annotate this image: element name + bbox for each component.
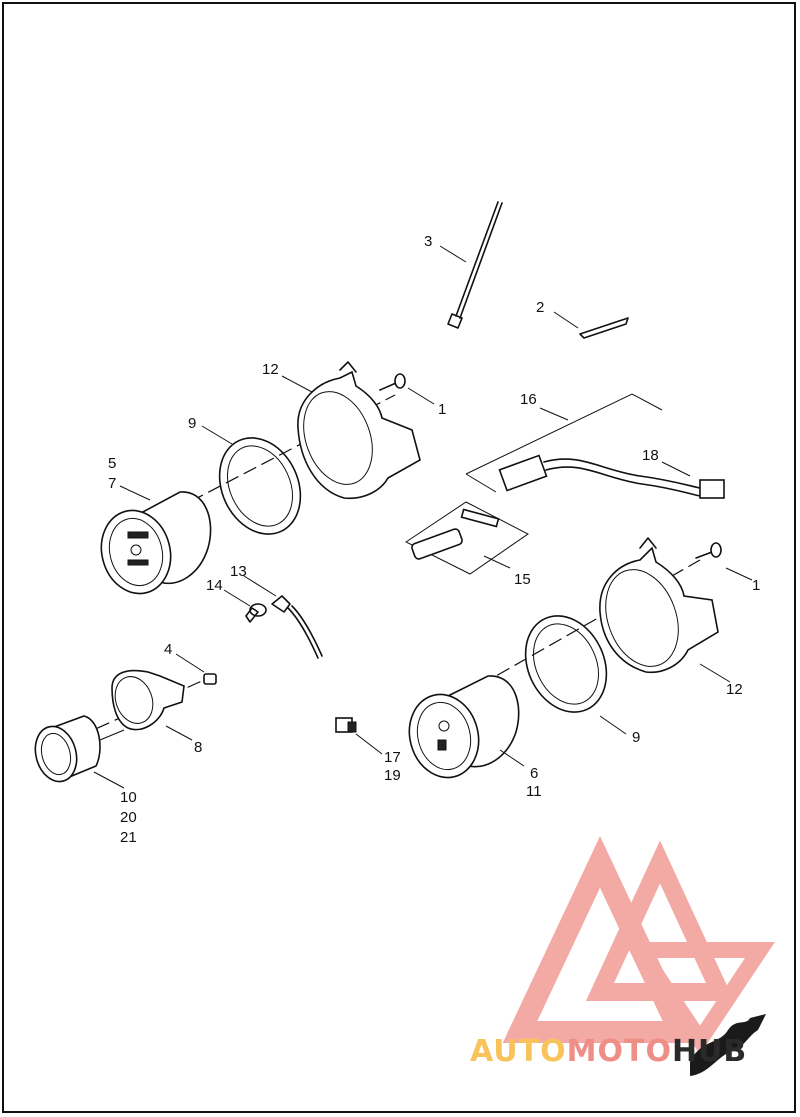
callout-3: 3 <box>424 233 432 250</box>
bracket-part <box>111 669 185 731</box>
fuse-part <box>405 501 529 575</box>
gauge-part-right <box>408 675 520 779</box>
bezel-ring-part-upper <box>218 437 302 535</box>
clip-part <box>579 317 629 339</box>
callout-13: 13 <box>230 563 247 580</box>
callout-11: 11 <box>526 783 542 800</box>
watermark-text-hub: HUB <box>671 1034 748 1069</box>
callout-9-upper: 9 <box>188 415 196 432</box>
cable-strap-part <box>447 201 503 329</box>
callout-18: 18 <box>642 447 659 464</box>
callout-1-upper: 1 <box>438 401 446 418</box>
callout-6: 6 <box>530 765 538 782</box>
watermark-brand-text: AUTOMOTOHUB <box>470 1034 747 1069</box>
callout-17: 17 <box>384 749 401 766</box>
callout-8: 8 <box>194 739 202 756</box>
callout-1-lower: 1 <box>752 577 760 594</box>
callout-14: 14 <box>206 577 223 594</box>
callout-12-upper: 12 <box>262 361 279 378</box>
wire-harness-part <box>465 393 725 499</box>
gauge-part-left <box>100 491 212 595</box>
housing-part-lower <box>599 537 719 674</box>
watermark-text-auto: AUTO <box>470 1034 567 1069</box>
callout-labels: 3 2 12 1 16 9 5 7 18 15 13 14 1 4 8 12 9… <box>108 233 760 846</box>
callout-10: 10 <box>120 789 137 806</box>
callout-16: 16 <box>520 391 537 408</box>
gauge-part-small <box>34 715 125 783</box>
callout-21: 21 <box>120 829 137 846</box>
callout-5: 5 <box>108 455 116 472</box>
screw-part-lower <box>695 542 722 559</box>
callout-12-lower: 12 <box>726 681 743 698</box>
callout-15: 15 <box>514 571 531 588</box>
callout-7: 7 <box>108 475 116 492</box>
bulb-socket-part <box>245 595 323 659</box>
callout-9-lower: 9 <box>632 729 640 746</box>
connector-part <box>335 717 357 733</box>
housing-part-upper <box>297 361 421 500</box>
callout-19: 19 <box>384 767 401 784</box>
callout-2: 2 <box>536 299 544 316</box>
nut-part <box>203 673 217 685</box>
screw-part-upper <box>379 373 406 391</box>
bezel-ring-part-lower <box>524 615 608 713</box>
watermark-logo <box>502 836 775 1055</box>
leader-lines <box>93 245 753 789</box>
callout-20: 20 <box>120 809 137 826</box>
watermark-swoosh-icon <box>690 1014 766 1076</box>
callout-4: 4 <box>164 641 172 658</box>
watermark-text-moto: MOTO <box>566 1034 672 1069</box>
